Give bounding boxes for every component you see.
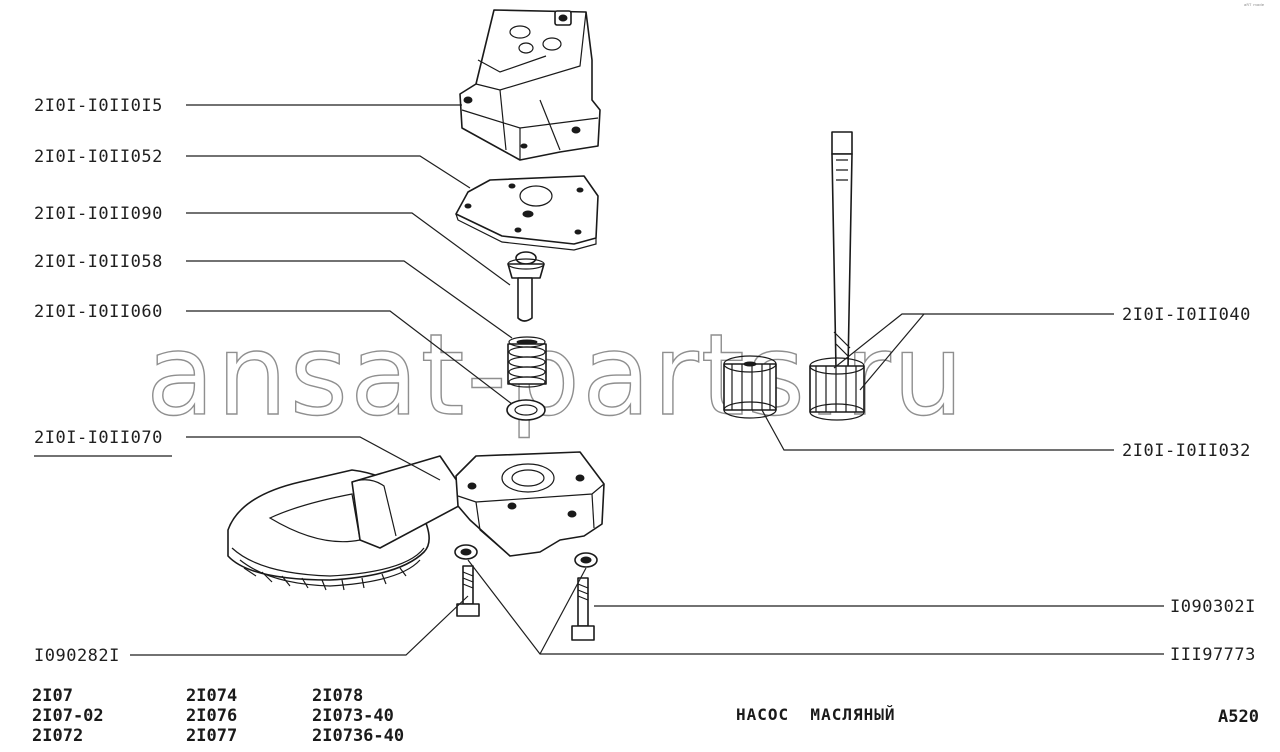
leader-shaft-2: [859, 313, 925, 391]
leader-small-washer-2: [539, 567, 587, 655]
part-label-washer: 2I0I-I0II060: [34, 302, 163, 322]
valve-spring-part: [507, 336, 547, 388]
sheet-title: НАСОС МАСЛЯНЫЙ: [736, 705, 896, 724]
bolt-left-part: [456, 565, 480, 617]
part-labels: 2I0I-I0II0I5 2I0I-I0II052 2I0I-I0II090 2…: [34, 96, 1256, 666]
part-label-small-washer: III97773: [1170, 645, 1256, 665]
small-washer-right-part: [574, 552, 598, 568]
model-code: 2I07: [32, 686, 73, 706]
cover-plate-part: [455, 175, 599, 251]
part-label-bolt-left: I090282I: [34, 646, 120, 666]
drive-shaft-part: [809, 131, 865, 421]
leader-valve: [186, 212, 511, 286]
pump-housing-part: [227, 451, 605, 591]
part-label-bolt-right: I090302I: [1170, 597, 1256, 617]
part-label-gear: 2I0I-I0II032: [1122, 441, 1251, 461]
driven-gear-part: [723, 355, 777, 419]
model-code: 2I077: [186, 726, 238, 746]
model-code: 2I0736-40: [312, 726, 405, 746]
model-code: 2I078: [312, 686, 364, 706]
part-label-plate: 2I0I-I0II052: [34, 147, 163, 167]
leader-spring: [186, 260, 513, 339]
leader-housing: [186, 436, 441, 481]
leader-plate: [186, 155, 471, 189]
model-code: 2I074: [186, 686, 238, 706]
part-label-housing: 2I0I-I0II070: [34, 428, 163, 448]
valve-washer-part: [506, 399, 546, 421]
leader-lines: [34, 104, 1164, 656]
leader-bolt-left: [130, 595, 469, 656]
corner-mark: ᵃᴿᵀ ᵐᵃᵈᵉ: [1244, 3, 1265, 10]
part-label-valve: 2I0I-I0II090: [34, 204, 163, 224]
part-label-shaft: 2I0I-I0II040: [1122, 305, 1251, 325]
part-label-cover: 2I0I-I0II0I5: [34, 96, 163, 116]
model-code: 2I076: [186, 706, 238, 726]
leader-gear: [761, 409, 1114, 451]
pump-cover-part: [459, 9, 601, 161]
model-code: 2I072: [32, 726, 84, 746]
model-code: 2I073-40: [312, 706, 394, 726]
small-washer-left-part: [454, 544, 478, 560]
leader-shaft-1: [833, 313, 1114, 369]
part-label-spring: 2I0I-I0II058: [34, 252, 163, 272]
relief-valve-part: [507, 251, 545, 322]
bolt-right-part: [571, 577, 595, 641]
model-code: 2I07-02: [32, 706, 104, 726]
sheet-code: A520: [1218, 707, 1259, 727]
leader-washer: [186, 310, 513, 405]
